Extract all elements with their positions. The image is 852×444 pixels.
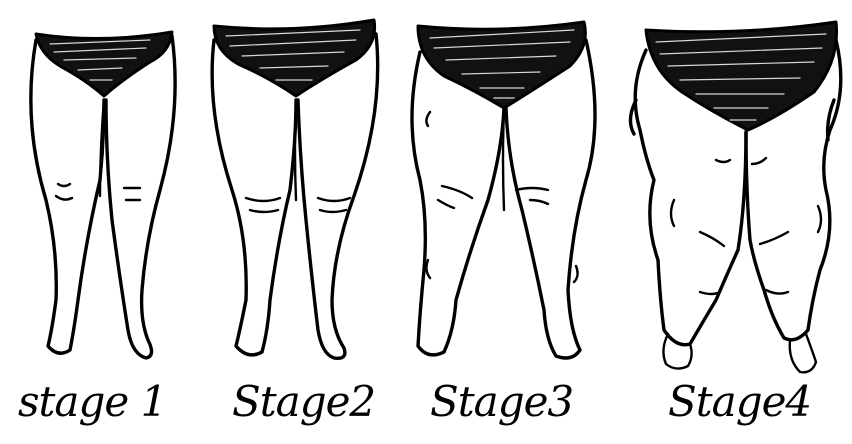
stage-2-briefs [214, 20, 375, 96]
stage-4-drawing [630, 22, 840, 372]
stage-3-briefs [418, 22, 585, 108]
stage-3-drawing [412, 22, 595, 358]
stage-4-left-foot [663, 334, 691, 369]
stage-1-drawing [31, 32, 175, 358]
stage-2-label: Stage2 [232, 372, 375, 432]
stage-4-label: Stage4 [668, 372, 811, 432]
stage-1-label: stage 1 [18, 372, 166, 432]
stage-2-drawing [212, 20, 378, 358]
stage-3-label: Stage3 [430, 372, 573, 432]
